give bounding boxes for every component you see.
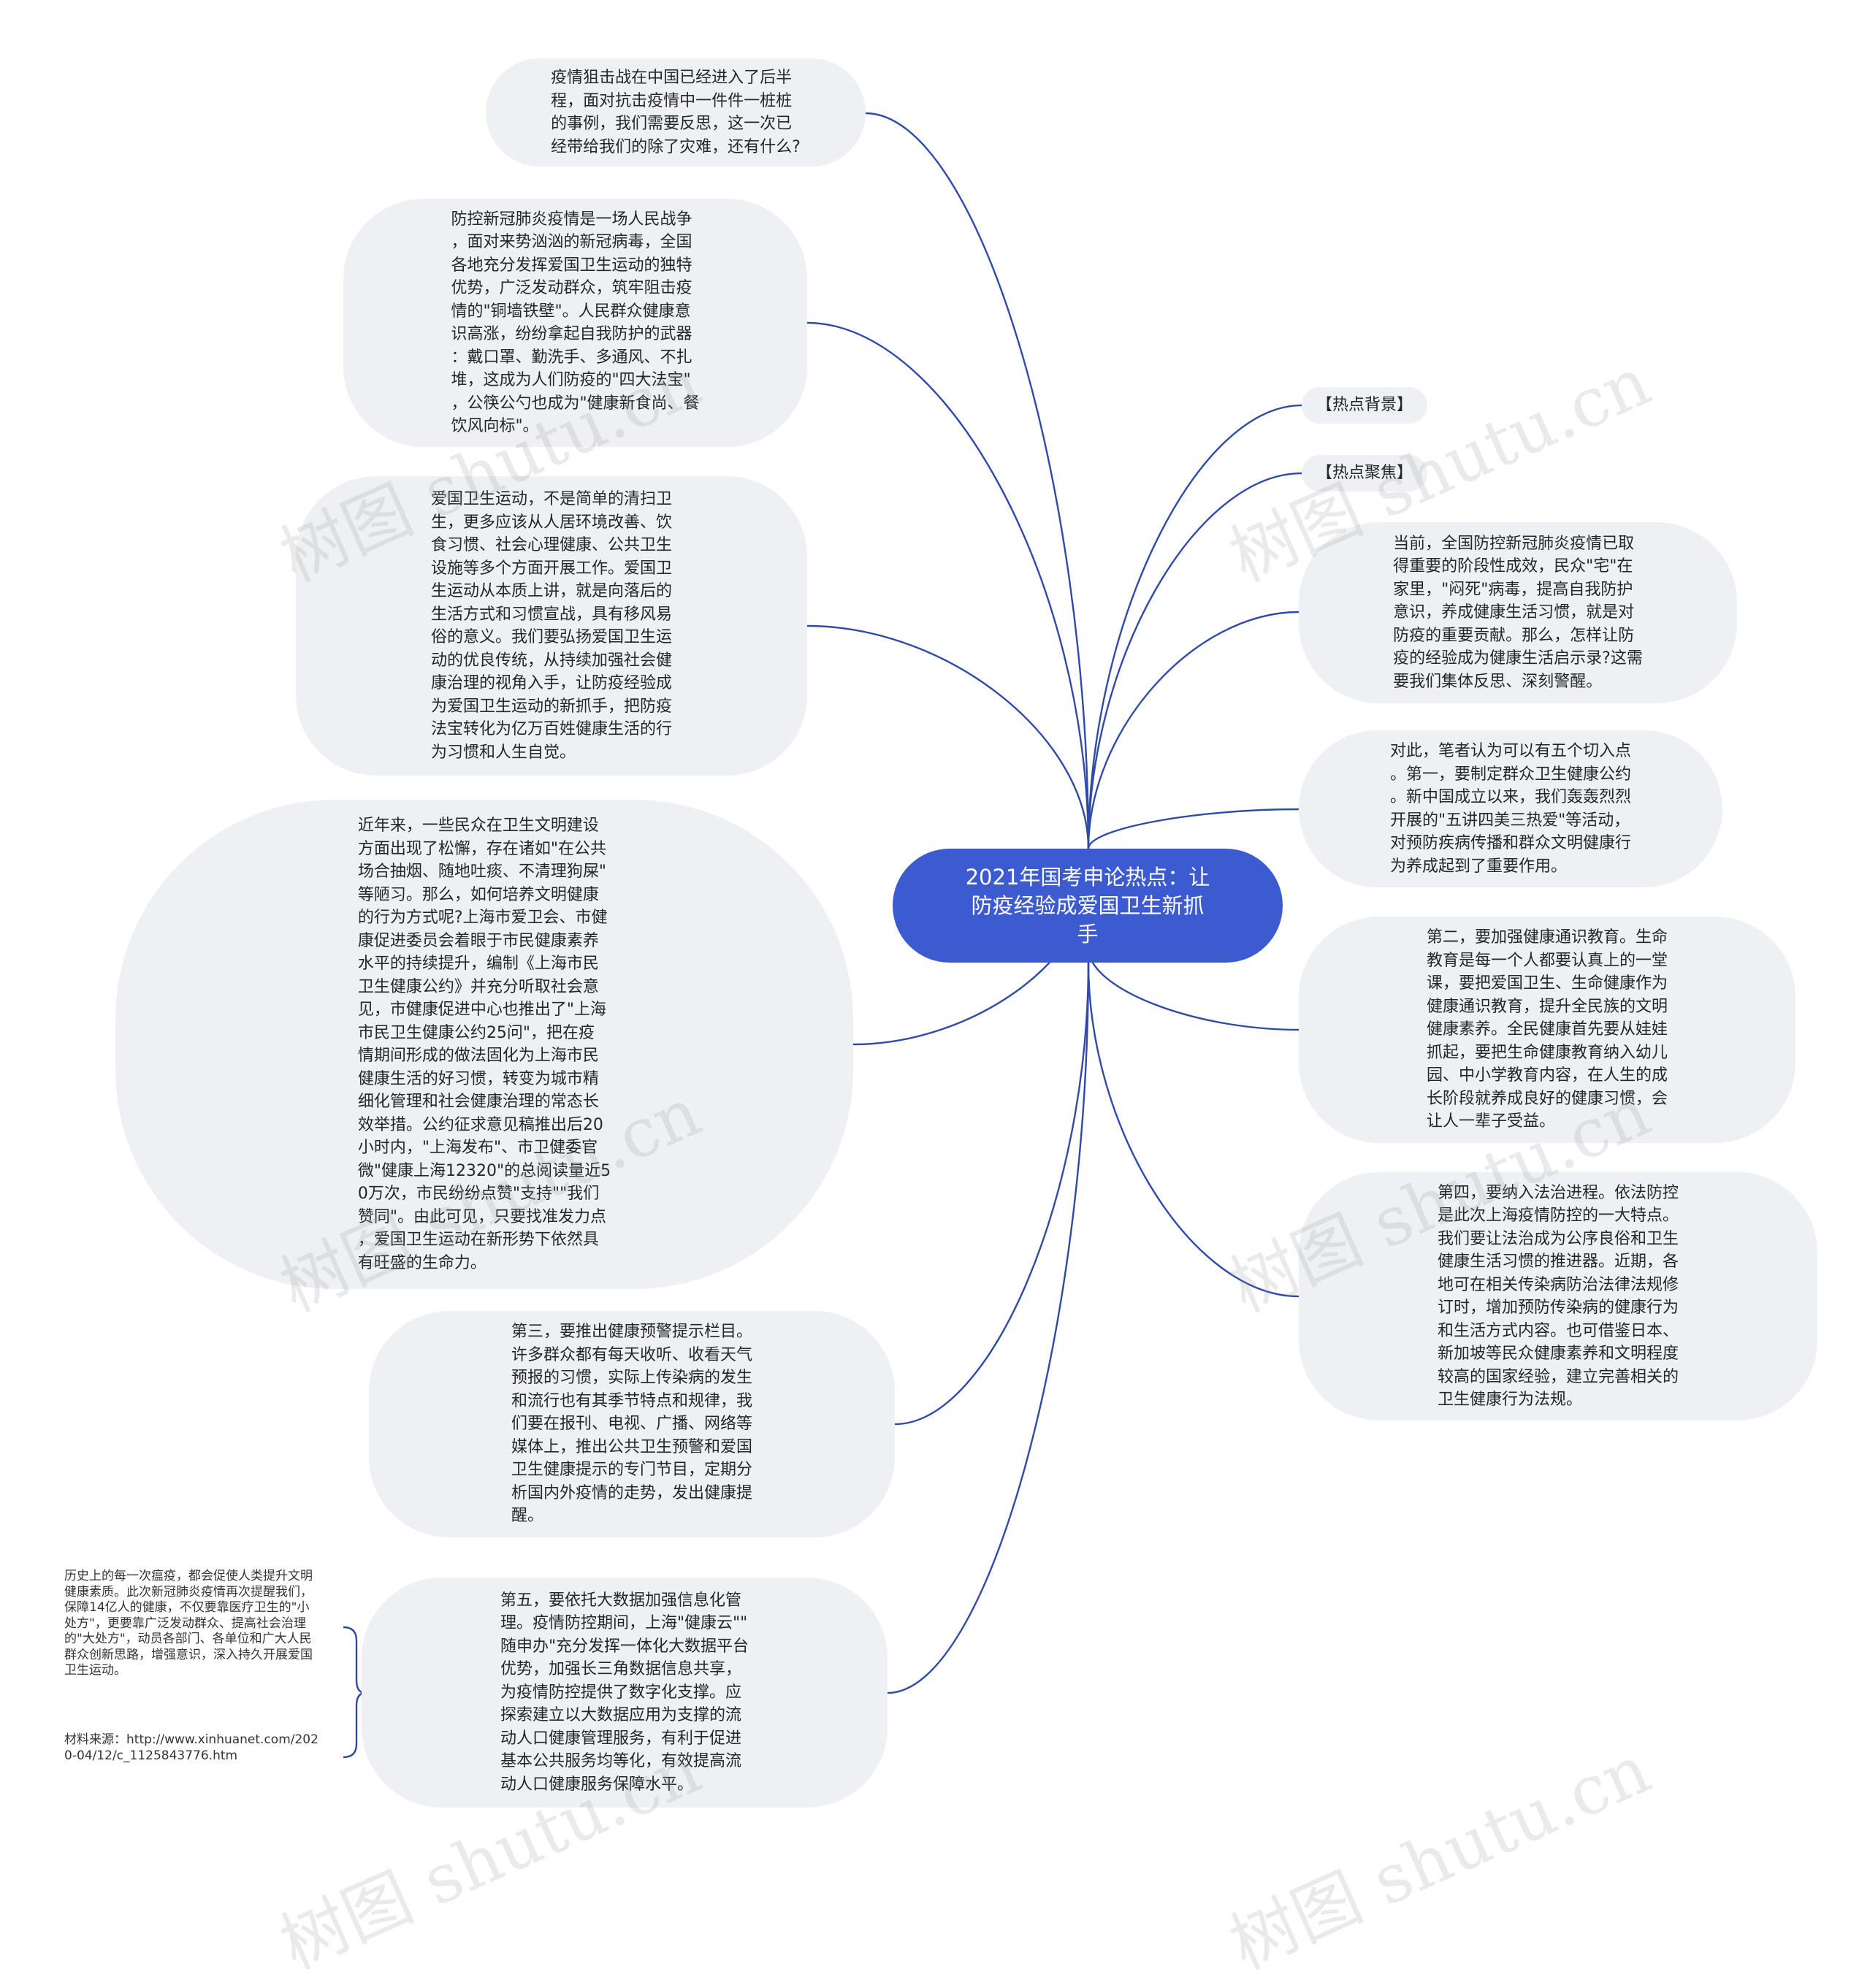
- tag-hot-focus[interactable]: 【热点聚焦】: [1302, 455, 1428, 492]
- link-right-tag1: [1087, 404, 1302, 849]
- mind-map-canvas: 疫情狙击战在中国已经进入了后半 程，面对抗击疫情中一件件一桩桩 的事例，我们需要…: [64, 58, 1817, 1984]
- link-left-2: [806, 321, 1090, 849]
- root-node[interactable]: 2021年国考申论热点：让 防疫经验成爱国卫生新抓 手: [893, 849, 1283, 963]
- note-summary: 历史上的每一次瘟疫，都会促使人类提升文明 健康素质。此次新冠肺炎疫情再次提醒我们…: [64, 1569, 313, 1678]
- node-right-2[interactable]: 对此，笔者认为可以有五个切入点 。第一，要制定群众卫生健康公约 。新中国成立以来…: [1299, 730, 1722, 887]
- node-left-3-text: 爱国卫生运动，不是简单的清扫卫 生，更多应该从人居环境改善、饮 食习惯、社会心理…: [430, 490, 672, 762]
- node-left-1[interactable]: 疫情狙击战在中国已经进入了后半 程，面对抗击疫情中一件件一桩桩 的事例，我们需要…: [486, 58, 866, 167]
- root-title: 2021年国考申论热点：让 防疫经验成爱国卫生新抓 手: [965, 864, 1210, 947]
- link-right-tag2: [1087, 472, 1302, 849]
- node-right-1[interactable]: 当前，全国防控新冠肺炎疫情已取 得重要的阶段性成效，民众"宅"在 家里，"闷死"…: [1299, 522, 1737, 703]
- node-left-1-text: 疫情狙击战在中国已经进入了后半 程，面对抗击疫情中一件件一桩桩 的事例，我们需要…: [551, 69, 801, 156]
- node-left-5-text: 第三，要推出健康预警提示栏目。 许多群众都有每天收听、收看天气 预报的习惯，实际…: [511, 1323, 752, 1526]
- link-right-2: [1087, 808, 1300, 849]
- tag-hot-background[interactable]: 【热点背景】: [1302, 387, 1428, 424]
- node-left-4-text: 近年来，一些民众在卫生文明建设 方面出现了松懈，存在诸如"在公共 场合抽烟、随地…: [357, 817, 611, 1272]
- node-right-3[interactable]: 第二，要加强健康通识教育。生命 教育是每一个人都要认真上的一堂 课，要把爱国卫生…: [1299, 917, 1795, 1143]
- node-right-4-text: 第四，要纳入法治进程。依法防控 是此次上海疫情防控的一大特点。 我们要让法治成为…: [1437, 1183, 1679, 1410]
- node-right-4[interactable]: 第四，要纳入法治进程。依法防控 是此次上海疫情防控的一大特点。 我们要让法治成为…: [1299, 1172, 1817, 1421]
- link-left-5: [894, 962, 1090, 1426]
- link-left-1: [865, 112, 1090, 849]
- note-source[interactable]: 材料来源：http://www.xinhuanet.com/202 0-04/1…: [64, 1732, 318, 1763]
- node-left-6[interactable]: 第五，要依托大数据加强信息化管 理。疫情防控期间，上海"健康云"" 随申办"充分…: [362, 1578, 888, 1808]
- node-right-3-text: 第二，要加强健康通识教育。生命 教育是每一个人都要认真上的一堂 课，要把爱国卫生…: [1426, 928, 1668, 1131]
- link-left-3: [806, 624, 1090, 849]
- node-right-1-text: 当前，全国防控新冠肺炎疫情已取 得重要的阶段性成效，民众"宅"在 家里，"闷死"…: [1393, 534, 1643, 691]
- link-right-4: [1087, 962, 1300, 1298]
- link-right-1: [1087, 611, 1300, 849]
- link-left-6: [887, 962, 1090, 1694]
- node-left-6-text: 第五，要依托大数据加强信息化管 理。疫情防控期间，上海"健康云"" 随申办"充分…: [500, 1591, 749, 1794]
- node-left-5[interactable]: 第三，要推出健康预警提示栏目。 许多群众都有每天收听、收看天气 预报的习惯，实际…: [369, 1311, 895, 1537]
- link-right-3: [1087, 947, 1300, 1031]
- node-right-2-text: 对此，笔者认为可以有五个切入点 。第一，要制定群众卫生健康公约 。新中国成立以来…: [1389, 742, 1631, 876]
- node-left-2-text: 防控新冠肺炎疫情是一场人民战争 ，面对来势汹汹的新冠病毒，全国 各地充分发挥爱国…: [451, 210, 700, 436]
- node-left-3[interactable]: 爱国卫生运动，不是简单的清扫卫 生，更多应该从人居环境改善、饮 食习惯、社会心理…: [296, 476, 807, 776]
- node-left-4[interactable]: 近年来，一些民众在卫生文明建设 方面出现了松懈，存在诸如"在公共 场合抽烟、随地…: [115, 800, 853, 1289]
- node-left-2[interactable]: 防控新冠肺炎疫情是一场人民战争 ，面对来势汹汹的新冠病毒，全国 各地充分发挥爱国…: [343, 199, 807, 447]
